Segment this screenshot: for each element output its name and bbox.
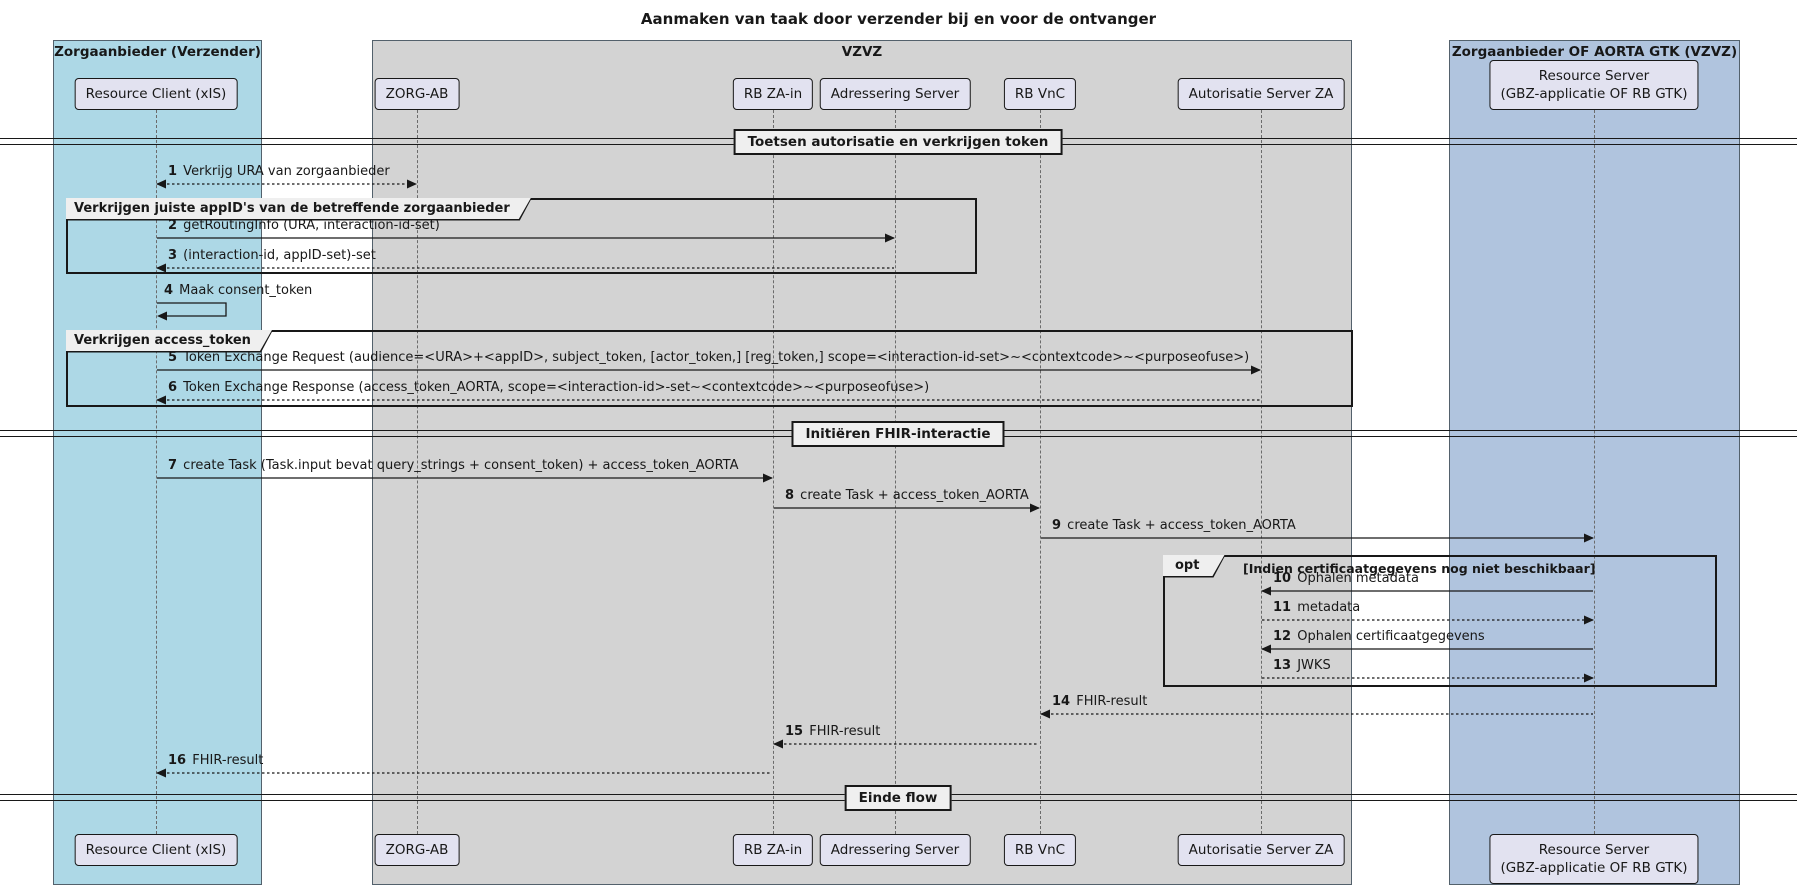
- opt-fragment-tab: opt: [1163, 555, 1225, 578]
- message-9-label: 9 create Task + access_token_AORTA: [1052, 518, 1296, 533]
- divider-3-label: Einde flow: [844, 785, 952, 811]
- message-5-label: 5 Token Exchange Request (audience=<URA>…: [168, 350, 1250, 365]
- group-frame-2-title: Verkrijgen access_token: [66, 330, 273, 351]
- message-16-label: 16 FHIR-result: [168, 753, 264, 768]
- message-12-number: 12: [1273, 629, 1292, 644]
- message-15-number: 15: [785, 724, 804, 739]
- participant-label: Autorisatie Server ZA: [1188, 85, 1334, 102]
- participant-rs-bottom: Resource Server (GBZ-applicatie OF RB GTK…: [1489, 834, 1699, 885]
- participant-rs-top: Resource Server(GBZ-applicatie OF RB GTK…: [1489, 59, 1699, 110]
- participant-label: Resource Server: [1538, 842, 1650, 858]
- participant-label: Adressering Server: [830, 842, 960, 858]
- message-16-number: 16: [168, 753, 187, 768]
- participant-rbvnc-top: RB VnC: [1003, 77, 1077, 110]
- lifeline-asza: [1261, 110, 1262, 834]
- participant-label: Autorisatie Server ZA: [1188, 842, 1334, 858]
- opt-fragment-keyword: opt: [1163, 555, 1225, 576]
- participant-label: (GBZ-applicatie OF RB GTK): [1500, 860, 1688, 877]
- message-3-label: 3 (interaction-id, appID-set)-set: [168, 248, 376, 263]
- message-6-number: 6: [168, 380, 178, 395]
- participant-rc-bottom: Resource Client (xIS): [74, 834, 238, 867]
- lifeline-rs: [1594, 110, 1595, 834]
- message-1-label: 1 Verkrijg URA van zorgaanbieder: [168, 164, 390, 179]
- participant-label: RB ZA-in: [743, 842, 803, 858]
- participant-label: ZORG-AB: [385, 842, 449, 858]
- group-frame-1-tab: Verkrijgen juiste appID's van de betreff…: [66, 198, 532, 221]
- lifeline-rbvnc: [1040, 110, 1041, 834]
- participant-asza-bottom: Autorisatie Server ZA: [1177, 834, 1345, 867]
- divider-1-label: Toetsen autorisatie en verkrijgen token: [733, 129, 1063, 155]
- participant-adres-bottom: Adressering Server: [819, 834, 971, 867]
- participant-rc-top: Resource Client (xIS): [74, 77, 238, 110]
- message-11-number: 11: [1273, 600, 1292, 615]
- message-13-number: 13: [1273, 658, 1292, 673]
- message-3-number: 3: [168, 248, 178, 263]
- participant-label: RB ZA-in: [743, 85, 803, 102]
- message-8-number: 8: [785, 488, 795, 503]
- participant-label: RB VnC: [1014, 85, 1066, 102]
- participant-label: Resource Server: [1538, 67, 1650, 84]
- message-14-number: 14: [1052, 694, 1071, 709]
- participant-adres-top: Adressering Server: [819, 77, 971, 110]
- message-7-label: 7 create Task (Task.input bevat query_st…: [168, 458, 739, 473]
- divider-2-label: Initiëren FHIR-interactie: [791, 421, 1005, 447]
- group-frame-2-tab: Verkrijgen access_token: [66, 330, 273, 353]
- participant-asza-top: Autorisatie Server ZA: [1177, 77, 1345, 110]
- message-4-number: 4: [164, 283, 174, 298]
- message-14-label: 14 FHIR-result: [1052, 694, 1148, 709]
- participant-zorgab-bottom: ZORG-AB: [374, 834, 460, 867]
- diagram-title: Aanmaken van taak door verzender bij en …: [640, 10, 1157, 28]
- group-frame-2: Verkrijgen access_token: [66, 330, 1353, 407]
- message-2-label: 2 getRoutingInfo (URA, interaction-id-se…: [168, 218, 440, 233]
- message-7-number: 7: [168, 458, 178, 473]
- group-frame-1-title: Verkrijgen juiste appID's van de betreff…: [66, 198, 532, 219]
- group-frame-1: Verkrijgen juiste appID's van de betreff…: [66, 198, 977, 274]
- message-5-number: 5: [168, 350, 178, 365]
- lifeline-zorgab: [417, 110, 418, 834]
- swimlane-ontvanger-label: Zorgaanbieder OF AORTA GTK (VZVZ): [1451, 44, 1738, 60]
- message-9-number: 9: [1052, 518, 1062, 533]
- opt-fragment: opt [Indien certificaatgegevens nog niet …: [1163, 555, 1717, 687]
- message-12-label: 12 Ophalen certificaatgegevens: [1273, 629, 1485, 644]
- message-6-label: 6 Token Exchange Response (access_token_…: [168, 380, 930, 395]
- message-1-number: 1: [168, 164, 178, 179]
- lifeline-adres: [895, 110, 896, 834]
- participant-label: RB VnC: [1014, 842, 1066, 858]
- participant-label: (GBZ-applicatie OF RB GTK): [1500, 85, 1688, 102]
- message-15-label: 15 FHIR-result: [785, 724, 881, 739]
- opt-fragment-condition: [Indien certificaatgegevens nog niet bes…: [1243, 561, 1596, 576]
- message-4-label: 4 Maak consent_token: [164, 283, 313, 298]
- swimlane-verzender-label: Zorgaanbieder (Verzender): [54, 44, 261, 60]
- participant-rbza-bottom: RB ZA-in: [732, 834, 814, 867]
- lifeline-rc: [156, 110, 157, 834]
- participant-label: Resource Client (xIS): [85, 842, 227, 858]
- swimlane-vzvz-label: VZVZ: [841, 44, 883, 60]
- message-13-label: 13 JWKS: [1273, 658, 1331, 673]
- participant-label: Adressering Server: [830, 85, 960, 102]
- message-11-label: 11 metadata: [1273, 600, 1361, 615]
- participant-label: Resource Client (xIS): [85, 85, 227, 102]
- participant-zorgab-top: ZORG-AB: [374, 77, 460, 110]
- message-10-number: 10: [1273, 571, 1292, 586]
- participant-rbvnc-bottom: RB VnC: [1003, 834, 1077, 867]
- participant-rbza-top: RB ZA-in: [732, 77, 814, 110]
- message-2-number: 2: [168, 218, 178, 233]
- participant-label: ZORG-AB: [385, 85, 449, 102]
- message-10-label: 10 Ophalen metadata: [1273, 571, 1419, 586]
- lifeline-rbza: [773, 110, 774, 834]
- message-8-label: 8 create Task + access_token_AORTA: [785, 488, 1029, 503]
